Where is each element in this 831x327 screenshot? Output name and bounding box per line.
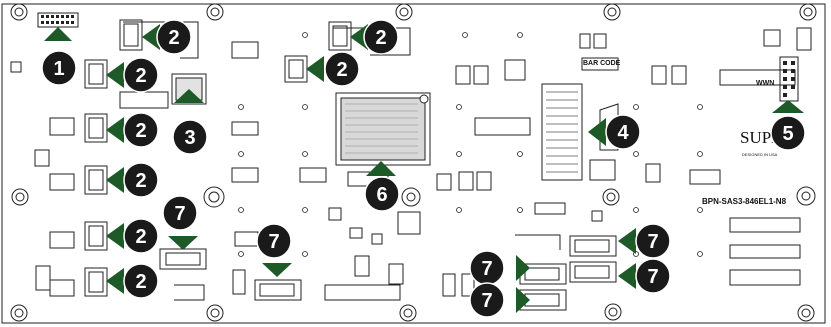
callout-2 (123, 263, 159, 299)
callout-4 (605, 114, 641, 150)
arrow-up-icon (44, 27, 72, 41)
callout-2 (156, 19, 192, 55)
callout-6 (364, 176, 400, 212)
mounting-holes (10, 3, 817, 322)
arrow-up-icon (772, 100, 804, 113)
callout-2 (123, 162, 159, 198)
callout-7 (162, 195, 198, 231)
callout-number: 7 (268, 231, 279, 253)
callout-2 (123, 218, 159, 254)
arrow-left-icon (350, 24, 368, 50)
callout-3 (172, 119, 208, 155)
callout-number: 5 (782, 123, 793, 145)
callout-number: 2 (135, 271, 146, 293)
arrow-left-icon (306, 56, 324, 82)
callout-number: 7 (481, 290, 492, 312)
callout-2 (324, 51, 360, 87)
arrow-up-icon (366, 161, 396, 176)
arrow-up-icon (174, 89, 204, 103)
arrow-down-icon (168, 236, 198, 250)
callout-1 (41, 50, 77, 86)
callout-number: 2 (168, 27, 179, 49)
wwn-label: WWN (756, 80, 775, 87)
arrow-left-icon (106, 62, 124, 88)
callout-number: 1 (53, 58, 64, 80)
callout-number: 7 (647, 231, 658, 253)
callout-2 (123, 112, 159, 148)
arrow-down-icon (262, 263, 292, 277)
callout-number: 2 (336, 59, 347, 81)
arrow-left-icon (106, 268, 124, 294)
arrow-left-icon (106, 167, 124, 193)
callout-7 (469, 282, 505, 318)
callout-number: 7 (481, 258, 492, 280)
arrow-left-icon (106, 117, 124, 143)
callout-number: 2 (135, 120, 146, 142)
arrow-left-icon (618, 228, 636, 254)
sas-connectors (84, 19, 352, 297)
arrow-left-icon (588, 118, 606, 146)
callout-5 (770, 115, 806, 151)
arrow-left-icon (142, 24, 160, 50)
callout-7 (256, 223, 292, 259)
callout-number: 7 (647, 266, 658, 288)
callout-number: 6 (376, 184, 387, 206)
callout-number: 2 (135, 226, 146, 248)
callout-2 (123, 57, 159, 93)
model-label: BPN-SAS3-846EL1-N8 (702, 197, 787, 206)
callout-number: 4 (617, 122, 629, 144)
callout-number: 2 (135, 170, 146, 192)
arrow-left-icon (106, 223, 124, 249)
callout-7 (635, 258, 671, 294)
designed-text: DESIGNED IN USA (742, 152, 778, 157)
callout-7 (635, 223, 671, 259)
callout-number: 7 (174, 203, 185, 225)
callout-2 (363, 19, 399, 55)
arrow-right-icon (516, 255, 530, 281)
barcode-label: BAR CODE (583, 60, 621, 67)
arrow-right-icon (516, 287, 530, 313)
callout-number: 2 (375, 27, 386, 49)
callout-number: 2 (135, 65, 146, 87)
arrow-left-icon (618, 263, 636, 289)
callout-number: 3 (184, 127, 195, 149)
